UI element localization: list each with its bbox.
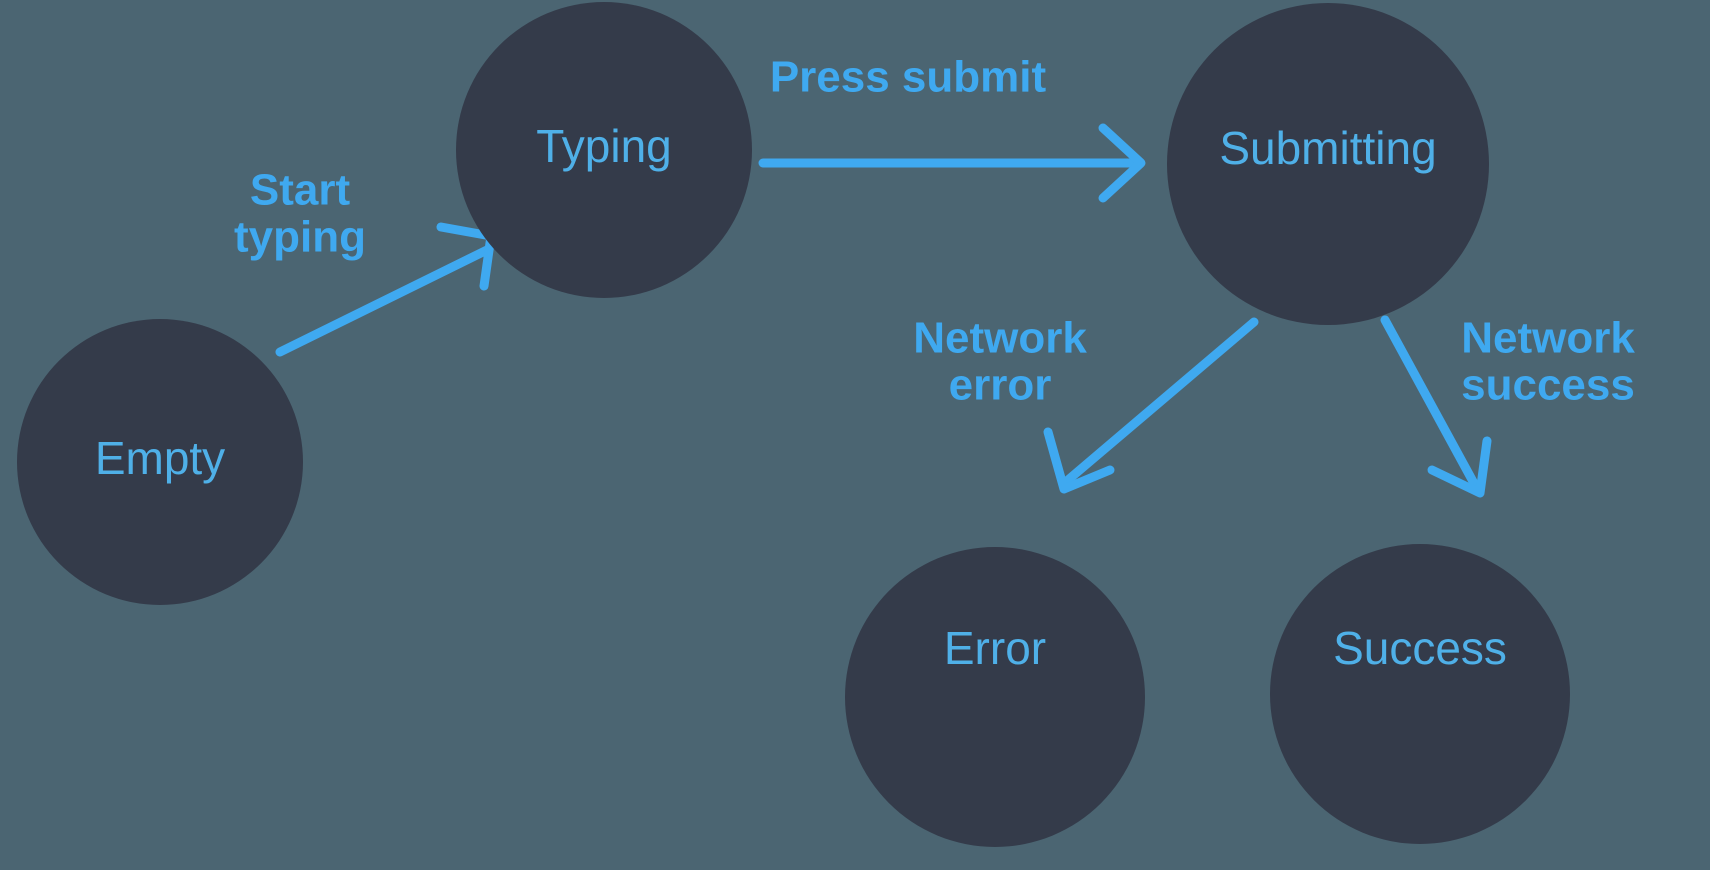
edge-submitting-to-success (1380, 315, 1492, 498)
node-typing-label: Typing (536, 120, 672, 172)
node-error-circle[interactable] (845, 547, 1145, 847)
edge-label-network-success: Network success (1461, 314, 1635, 410)
edge-label-start-typing-line1: Start (250, 166, 351, 215)
edge-label-network-error: Network error (913, 314, 1087, 410)
arrowhead-network-error (1043, 427, 1115, 494)
edge-line-network-error (1063, 317, 1259, 485)
edge-label-network-error-line1: Network (913, 314, 1087, 363)
edge-label-network-success-line1: Network (1461, 314, 1635, 363)
node-typing[interactable]: Typing (456, 2, 752, 298)
node-submitting-label: Submitting (1219, 122, 1436, 174)
node-success-label: Success (1333, 622, 1507, 674)
edge-typing-to-submitting (758, 123, 1146, 203)
edge-label-start-typing: Start typing (234, 166, 366, 262)
node-success[interactable]: Success (1270, 544, 1570, 844)
node-empty-label: Empty (95, 432, 225, 484)
node-error-label: Error (944, 622, 1046, 674)
edge-line-network-success (1380, 315, 1481, 492)
node-typing-circle[interactable] (456, 2, 752, 298)
edge-label-network-error-line2: error (949, 361, 1052, 410)
edge-label-press-submit-line1: Press submit (770, 53, 1047, 102)
edge-submitting-to-error (1043, 317, 1259, 494)
arrowhead-press-submit (1098, 123, 1146, 203)
node-empty[interactable]: Empty (17, 319, 303, 605)
edge-label-start-typing-line2: typing (234, 213, 366, 262)
edge-label-press-submit: Press submit (770, 53, 1047, 102)
node-success-circle[interactable] (1270, 544, 1570, 844)
node-submitting-circle[interactable] (1167, 3, 1489, 325)
arrowhead-network-success (1427, 436, 1492, 498)
edge-label-network-success-line2: success (1461, 361, 1635, 410)
node-submitting[interactable]: Submitting (1167, 3, 1489, 325)
node-error[interactable]: Error (845, 547, 1145, 847)
edge-line-start-typing (275, 244, 494, 357)
node-empty-circle[interactable] (17, 319, 303, 605)
